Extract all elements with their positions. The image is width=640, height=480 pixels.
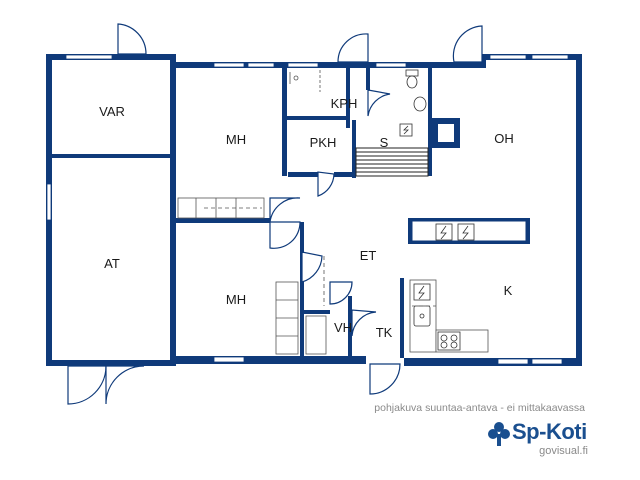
room-label-k: K — [504, 283, 513, 298]
website-text: govisual.fi — [539, 445, 588, 457]
room-label-tk: TK — [376, 325, 393, 340]
dashed-guides — [204, 207, 436, 307]
shower-icon — [289, 70, 321, 92]
electric-panel-icon — [435, 223, 475, 241]
room-label-s: S — [380, 135, 389, 150]
windows — [46, 54, 569, 365]
room-label-mh2: MH — [226, 292, 246, 307]
brand-name: Sp-Koti — [512, 419, 587, 444]
doors — [67, 23, 483, 405]
stove-icon — [437, 331, 461, 351]
room-label-kph: KPH — [331, 96, 358, 111]
room-label-mh1: MH — [226, 132, 246, 147]
sauna-bench — [355, 147, 429, 177]
room-label-at: AT — [104, 256, 120, 271]
electric-panel-icon — [413, 283, 431, 301]
room-label-var: VAR — [99, 104, 125, 119]
sp-koti-logo-icon — [488, 422, 510, 446]
sink-icon — [413, 96, 427, 112]
kitchen-counter — [411, 220, 527, 242]
room-label-et: ET — [360, 248, 377, 263]
fireplace-icon — [432, 118, 460, 148]
disclaimer-caption: pohjakuva suuntaa-antava - ei mittakaava… — [374, 402, 585, 414]
room-label-vh: VH — [334, 320, 352, 335]
kitchen-cabinets — [409, 279, 489, 353]
room-label-oh: OH — [494, 131, 514, 146]
electric-panel-icon — [399, 123, 413, 137]
toilet-icon — [405, 69, 419, 89]
room-label-pkh: PKH — [310, 135, 337, 150]
